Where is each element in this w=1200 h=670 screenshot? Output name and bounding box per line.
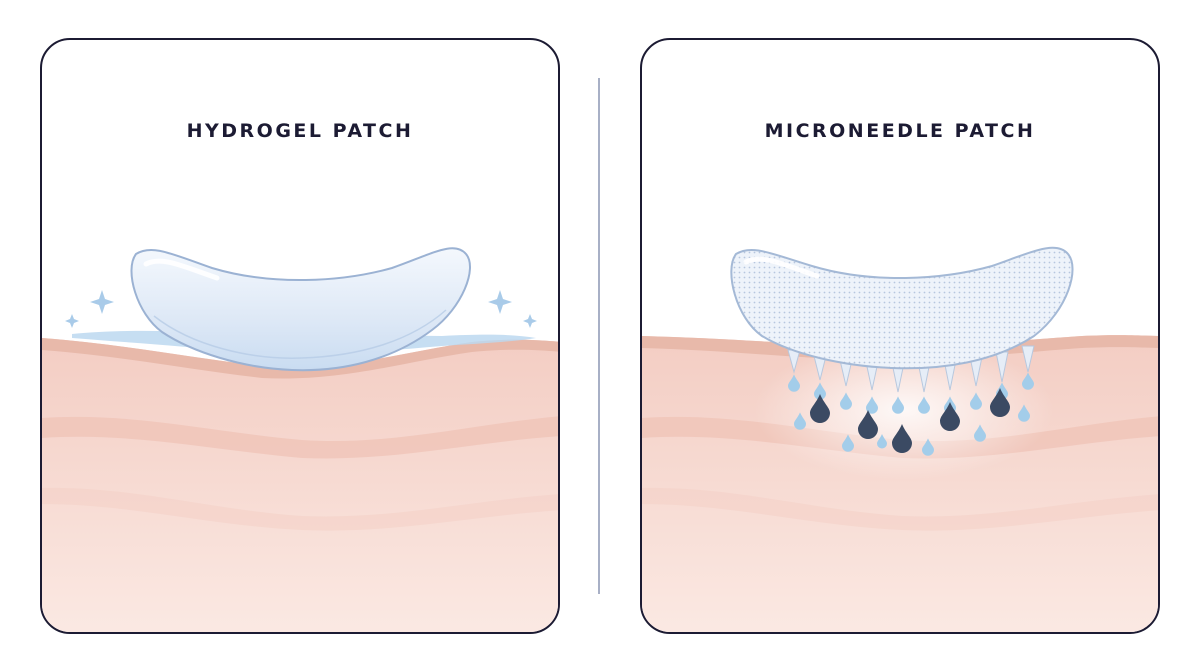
droplet-icon xyxy=(892,396,904,414)
sparkle-icon xyxy=(488,290,512,314)
patch-highlight xyxy=(143,258,220,281)
hydrogel-illustration xyxy=(42,247,558,632)
microneedles xyxy=(787,345,1035,393)
droplet-icon xyxy=(794,412,806,430)
droplet-icon xyxy=(892,424,912,453)
droplet-icon xyxy=(842,434,854,452)
droplet-icon xyxy=(866,396,878,414)
hydrogel-panel: HYDROGEL PATCH xyxy=(40,38,560,634)
droplet-icon xyxy=(970,392,982,410)
sparkle-icon xyxy=(65,314,79,328)
droplet-icon xyxy=(918,396,930,414)
droplet-icon xyxy=(877,434,887,449)
absorption-glow xyxy=(754,340,1054,480)
skin-layer-line xyxy=(42,416,558,459)
skin-layer-line-deep xyxy=(642,487,1158,531)
droplet-icon xyxy=(990,388,1010,417)
droplet-icon xyxy=(810,394,830,423)
droplet-icon xyxy=(922,438,934,456)
sparkle-icon xyxy=(523,314,537,328)
microneedle-illustration xyxy=(642,246,1158,632)
patch-inner-edge xyxy=(153,309,447,359)
patch-highlight xyxy=(743,256,820,279)
droplet-icon xyxy=(788,374,800,392)
active-ingredient-drops xyxy=(788,372,1034,456)
microneedle-title: MICRONEEDLE PATCH xyxy=(764,120,1036,142)
skin-layer-line-deep xyxy=(42,487,558,531)
hydrogel-title: HYDROGEL PATCH xyxy=(186,120,414,142)
droplet-icon xyxy=(858,410,878,439)
droplet-icon xyxy=(814,382,826,400)
microneedle-panel: MICRONEEDLE PATCH xyxy=(640,38,1160,634)
sparkle-icon xyxy=(90,290,114,314)
droplet-icon xyxy=(940,402,960,431)
skin-body xyxy=(42,338,558,632)
panel-divider xyxy=(598,78,600,594)
droplet-icon xyxy=(974,424,986,442)
droplet-icon xyxy=(1018,404,1030,422)
droplet-icon xyxy=(1022,372,1034,390)
droplet-icon xyxy=(840,392,852,410)
